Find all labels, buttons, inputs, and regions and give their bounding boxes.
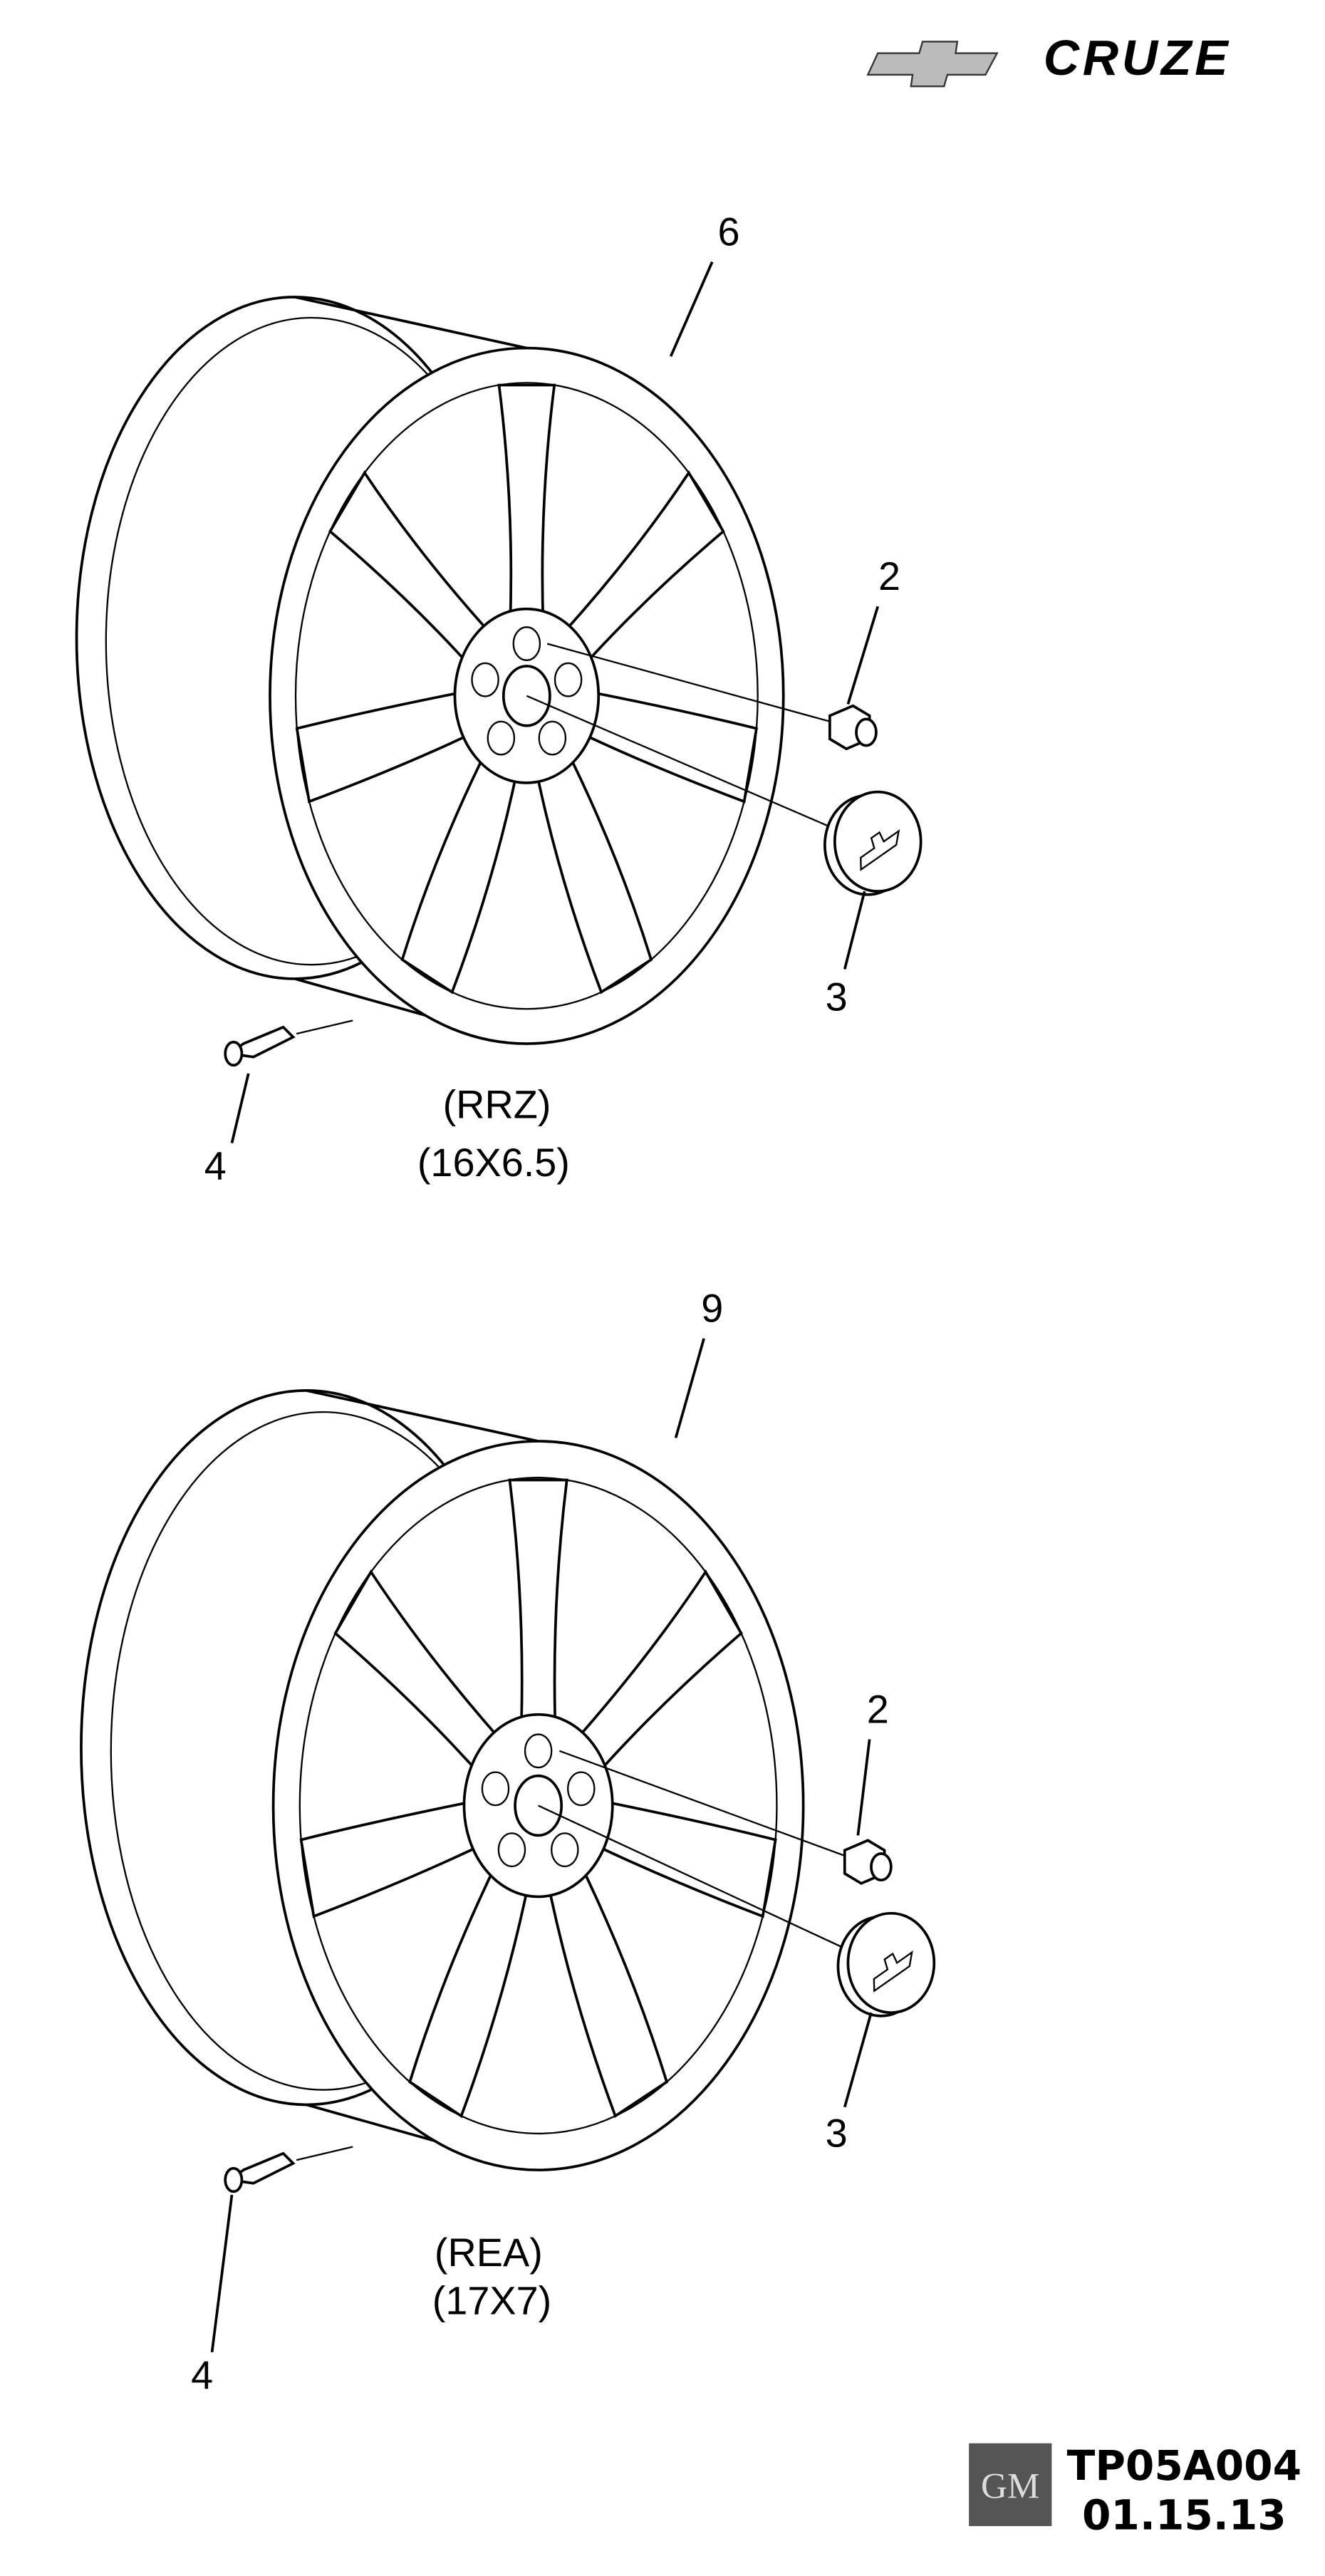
valve-stem-axis-line bbox=[296, 2146, 353, 2161]
wheel-size-label: (17X7) bbox=[432, 2278, 551, 2322]
gm-logo-text: GM bbox=[981, 2466, 1039, 2506]
wheel-spoke bbox=[534, 746, 653, 994]
lug-nut-callout-leader bbox=[846, 606, 880, 705]
valve-stem-icon bbox=[227, 2151, 296, 2185]
wheel-spoke bbox=[508, 1478, 568, 1736]
lug-hole bbox=[512, 626, 541, 661]
wheel-spoke bbox=[545, 1858, 669, 2119]
bowtie-emblem-icon bbox=[873, 1951, 913, 1993]
wheel-assembly-rrz: 6 2 3 4 (RRZ) (16X6.5) bbox=[75, 209, 923, 1188]
illustration-code: TP05A004 bbox=[1067, 2441, 1301, 2490]
wheel-callout: 9 bbox=[701, 1286, 723, 1331]
wheel-rim-lip bbox=[294, 382, 759, 1010]
center-bore bbox=[514, 1774, 563, 1837]
lug-hole bbox=[497, 1832, 526, 1868]
gm-logo: GM bbox=[969, 2443, 1052, 2526]
lug-nut-tip bbox=[855, 717, 878, 747]
valve-stem-icon bbox=[227, 1025, 296, 1059]
lug-hole bbox=[481, 1771, 510, 1807]
valve-stem-callout-leader bbox=[210, 2194, 234, 2353]
lug-hole bbox=[538, 720, 567, 756]
option-code-label: (REA) bbox=[435, 2230, 543, 2275]
wheel-spoke bbox=[328, 470, 497, 672]
lug-hole bbox=[471, 662, 499, 697]
lug-nut-callout: 2 bbox=[867, 1686, 889, 1731]
wheel-spoke bbox=[299, 1799, 489, 1918]
center-cap-axis-line bbox=[538, 1804, 856, 1954]
lug-nut-callout: 2 bbox=[878, 554, 900, 598]
center-cap-callout-leader bbox=[843, 2012, 873, 2108]
barrel-edge-top bbox=[306, 1389, 539, 1443]
center-cap-axis-line bbox=[526, 695, 842, 833]
illustration-date: 01.15.13 bbox=[1082, 2491, 1287, 2540]
lug-nut-tip bbox=[870, 1852, 893, 1882]
lug-nut-axis-line bbox=[546, 643, 833, 724]
lug-nut-axis-line bbox=[558, 1750, 848, 1858]
wheel-size-label: (16X6.5) bbox=[417, 1140, 570, 1185]
lug-hole bbox=[487, 720, 516, 756]
barrel-edge-top bbox=[294, 296, 527, 350]
option-code-label: (RRZ) bbox=[443, 1082, 551, 1127]
wheel-assembly-rea: 9 2 3 4 (REA)(17X7) bbox=[80, 1286, 936, 2397]
valve-stem-axis-line bbox=[296, 1019, 353, 1035]
valve-stem-base bbox=[224, 1040, 244, 1067]
model-name: CRUZE bbox=[1044, 30, 1231, 85]
valve-stem-callout: 4 bbox=[191, 2352, 213, 2397]
wheel-spoke bbox=[570, 1569, 743, 1780]
center-cap-callout: 3 bbox=[826, 2111, 848, 2156]
wheel-spoke bbox=[400, 746, 520, 994]
wheel-spoke bbox=[575, 689, 759, 804]
valve-stem-base bbox=[224, 2166, 244, 2193]
wheel-spoke bbox=[408, 1858, 531, 2119]
wheel-spoke bbox=[295, 689, 479, 804]
chevrolet-logo bbox=[866, 41, 999, 88]
wheel-spoke bbox=[333, 1569, 506, 1780]
lug-hole bbox=[567, 1771, 596, 1807]
lug-hole bbox=[554, 662, 583, 697]
wheel-spoke bbox=[588, 1799, 777, 1918]
wheel-rim-lip bbox=[298, 1477, 778, 2135]
wheel-callout: 6 bbox=[717, 209, 739, 254]
center-cap-icon bbox=[833, 790, 923, 893]
lug-nut-callout-leader bbox=[856, 1739, 871, 1836]
valve-stem-callout: 4 bbox=[204, 1143, 227, 1188]
lug-hole bbox=[551, 1832, 579, 1868]
center-cap-icon bbox=[846, 1911, 936, 2015]
center-cap-callout: 3 bbox=[826, 975, 848, 1019]
valve-stem-callout-leader bbox=[230, 1073, 250, 1143]
center-cap-callout-leader bbox=[843, 890, 866, 970]
wheel-spoke bbox=[557, 470, 725, 672]
wheel-callout-leader bbox=[669, 261, 714, 357]
lug-hole bbox=[524, 1733, 553, 1769]
wheel-spoke bbox=[497, 383, 556, 630]
bowtie-emblem-icon bbox=[860, 829, 900, 871]
center-bore bbox=[502, 665, 551, 727]
wheel-callout-leader bbox=[674, 1338, 705, 1438]
